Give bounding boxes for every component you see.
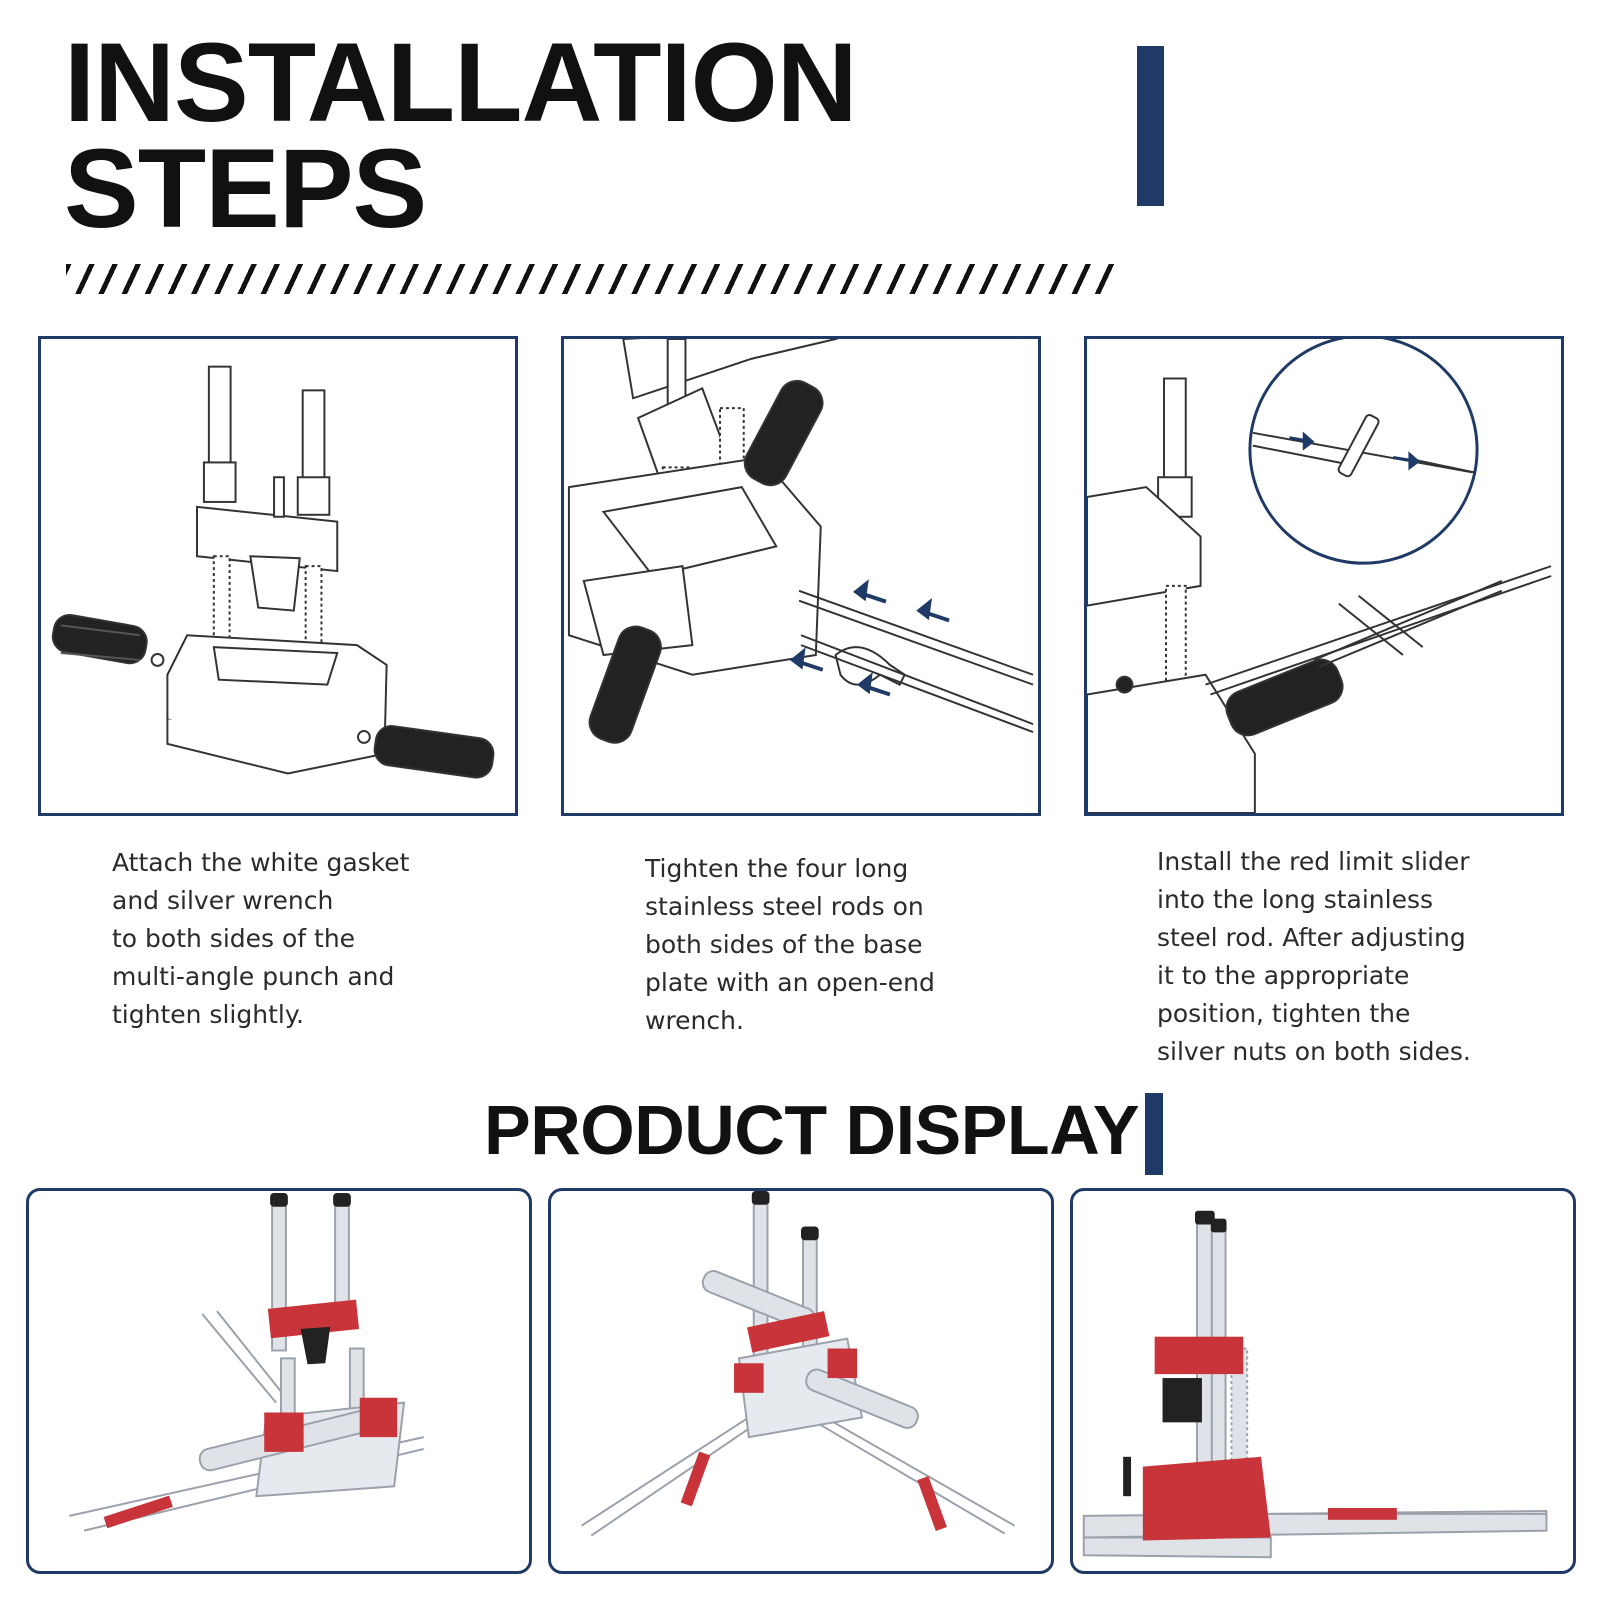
drill-guide-top-view <box>580 1191 1016 1537</box>
product-display-title: PRODUCT DISPLAY <box>484 1091 1140 1169</box>
drill-guide-handles-diagram <box>51 365 495 779</box>
drill-guide-side-view <box>1082 1210 1548 1559</box>
step-3-description: Install the red limit slider into the lo… <box>1157 847 1471 1066</box>
accent-bar <box>1137 46 1164 206</box>
hatch-divider <box>66 264 1116 294</box>
step-3-illustration <box>1084 336 1564 816</box>
product-image-3 <box>1070 1188 1576 1574</box>
product-image-1 <box>26 1188 532 1574</box>
page-title: INSTALLATION STEPS <box>64 20 858 251</box>
step-2-illustration <box>561 336 1041 816</box>
title-line-2: STEPS <box>64 126 427 251</box>
title-line-1: INSTALLATION <box>64 20 858 145</box>
drill-guide-front-view <box>69 1192 424 1532</box>
base-plate-rods-diagram <box>567 339 1034 744</box>
step-1-description: Attach the white gasket and silver wrenc… <box>112 848 410 1029</box>
product-image-2 <box>548 1188 1054 1574</box>
step-2-description: Tighten the four long stainless steel ro… <box>645 854 935 1035</box>
step-1-illustration <box>38 336 518 816</box>
accent-bar <box>1145 1093 1163 1175</box>
limit-slider-diagram <box>1087 339 1552 813</box>
